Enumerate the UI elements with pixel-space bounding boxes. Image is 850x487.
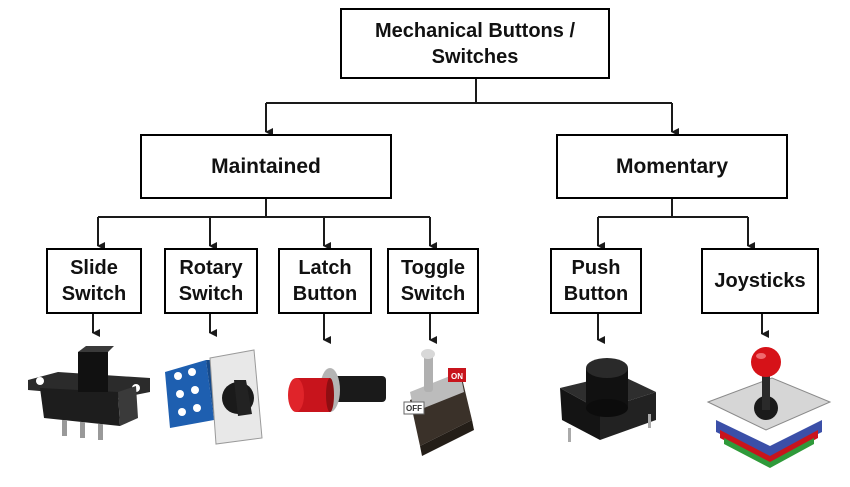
toggle-label-line2: Switch: [400, 283, 466, 305]
toggle-tag-on: ON: [451, 372, 463, 381]
toggle-switch-image: ON OFF: [403, 349, 474, 456]
rotary-label-line1: Rotary: [179, 257, 243, 279]
slide-label-line2: Switch: [61, 283, 127, 305]
momentary-label: Momentary: [615, 154, 729, 178]
toggle-tag-off: OFF: [406, 404, 422, 413]
root-node: Mechanical Buttons / Switches: [340, 8, 610, 79]
momentary-node: Momentary: [556, 134, 788, 199]
push-button-node: Push Button: [550, 248, 642, 314]
root-label-line1: Mechanical Buttons /: [374, 19, 576, 42]
push-button-image: [560, 358, 656, 442]
latch-label-line2: Button: [292, 283, 358, 305]
joystick-image: [706, 347, 832, 468]
slide-switch-node: Slide Switch: [46, 248, 142, 314]
slide-label-line1: Slide: [70, 257, 118, 279]
toggle-switch-node: Toggle Switch: [387, 248, 479, 314]
latch-label-line1: Latch: [298, 257, 352, 279]
push-label-line2: Button: [563, 283, 629, 305]
toggle-label-line1: Toggle: [400, 257, 466, 279]
joysticks-label: Joysticks: [714, 270, 806, 292]
latch-button-node: Latch Button: [278, 248, 372, 314]
rotary-label-line2: Switch: [178, 283, 244, 305]
latch-button-image: [288, 368, 386, 412]
push-label-line1: Push: [571, 257, 621, 279]
joysticks-node: Joysticks: [701, 248, 819, 314]
maintained-label: Maintained: [211, 154, 321, 178]
slide-switch-image: [28, 346, 150, 440]
root-label-line2: Switches: [431, 45, 519, 68]
maintained-node: Maintained: [140, 134, 392, 199]
rotary-switch-image: [165, 349, 263, 445]
rotary-switch-node: Rotary Switch: [164, 248, 258, 314]
